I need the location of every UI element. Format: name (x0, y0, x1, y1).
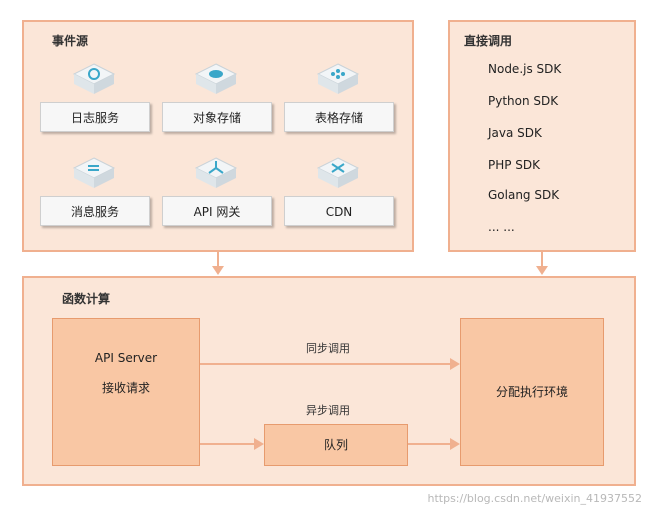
source-cdn: CDN (284, 156, 394, 234)
function-compute-title: 函数计算 (62, 292, 111, 306)
source-api-gateway: API 网关 (162, 156, 272, 234)
sdk-item-java: Java SDK (488, 126, 542, 140)
queue-box: 队列 (264, 424, 408, 466)
log-service-label: 日志服务 (40, 102, 150, 132)
cdn-icon (316, 157, 360, 188)
direct-invoke-title: 直接调用 (464, 34, 513, 48)
execution-environment-label: 分配执行环境 (495, 385, 568, 399)
sdk-item-more: ... ... (488, 220, 515, 234)
api-server-box: API Server 接收请求 (52, 318, 200, 466)
source-object-storage: 对象存储 (162, 62, 272, 140)
api-gateway-label: API 网关 (162, 196, 272, 226)
sdk-item-golang: Golang SDK (488, 188, 560, 202)
watermark: https://blog.csdn.net/weixin_41937552 (427, 492, 642, 505)
sdk-item-php: PHP SDK (488, 158, 541, 172)
cdn-label: CDN (284, 196, 394, 226)
object-storage-label: 对象存储 (162, 102, 272, 132)
table-storage-icon (316, 63, 360, 94)
api-server-label: API Server (94, 351, 158, 365)
object-storage-icon (194, 63, 238, 94)
direct-invoke-panel (448, 20, 636, 252)
source-table-storage: 表格存储 (284, 62, 394, 140)
direct-invoke-arrow (536, 266, 548, 275)
message-service-icon (72, 157, 116, 188)
api-server-sublabel: 接收请求 (101, 381, 150, 395)
message-service-label: 消息服务 (40, 196, 150, 226)
execution-environment-box: 分配执行环境 (460, 318, 604, 466)
table-storage-label: 表格存储 (284, 102, 394, 132)
event-sources-arrow (212, 266, 224, 275)
event-sources-title: 事件源 (52, 34, 89, 48)
sync-invoke-label: 同步调用 (306, 342, 350, 355)
source-message-service: 消息服务 (40, 156, 150, 234)
api-gateway-icon (194, 157, 238, 188)
queue-label: 队列 (323, 438, 348, 452)
sdk-item-nodejs: Node.js SDK (488, 62, 562, 76)
log-service-icon (72, 63, 116, 94)
sdk-item-python: Python SDK (488, 94, 559, 108)
async-invoke-label: 异步调用 (306, 404, 350, 417)
source-log-service: 日志服务 (40, 62, 150, 140)
